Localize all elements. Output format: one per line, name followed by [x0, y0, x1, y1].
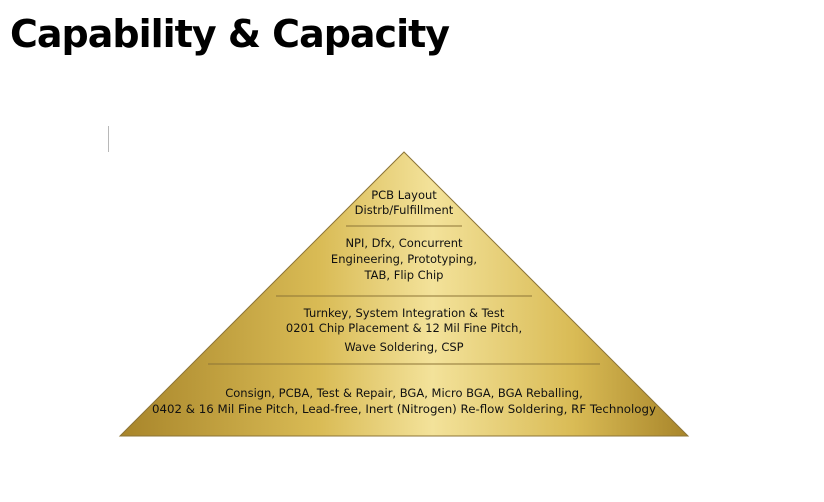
pyramid-body	[118, 151, 690, 437]
tier-2-line-1: NPI, Dfx, Concurrent	[345, 236, 463, 250]
tier-2-line-2: Engineering, Prototyping,	[331, 252, 477, 266]
tier-3-line-3: Wave Soldering, CSP	[344, 340, 463, 354]
tier-1-line-2: Distrb/Fulfillment	[355, 203, 454, 217]
tier-1-line-1: PCB Layout	[371, 188, 437, 202]
divider-mark	[108, 126, 109, 152]
tier-4-line-1: Consign, PCBA, Test & Repair, BGA, Micro…	[225, 386, 583, 400]
tier-3-line-2: 0201 Chip Placement & 12 Mil Fine Pitch,	[286, 321, 522, 335]
page-title: Capability & Capacity	[10, 12, 450, 56]
tier-3-line-1: Turnkey, System Integration & Test	[303, 306, 505, 320]
tier-4-line-2: 0402 & 16 Mil Fine Pitch, Lead-free, Ine…	[152, 402, 656, 416]
tier-2-line-3: TAB, Flip Chip	[364, 268, 444, 282]
